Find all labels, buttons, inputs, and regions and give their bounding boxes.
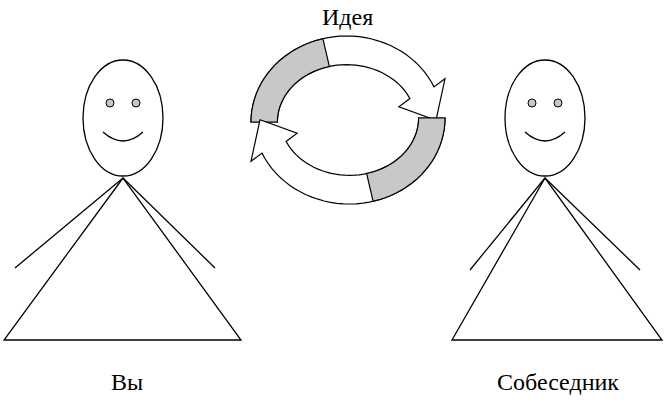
person-figure — [445, 40, 663, 350]
person-node: Вы — [3, 40, 251, 400]
arrow-band — [251, 36, 445, 122]
arm-line — [123, 178, 215, 268]
edge-label: Идея — [320, 3, 375, 31]
person-node: Собеседник — [445, 40, 665, 400]
head-ellipse — [83, 60, 163, 176]
eye-dot — [554, 99, 562, 107]
eye-dot — [106, 99, 114, 107]
person-figure — [3, 40, 243, 350]
arrow-shade — [251, 39, 329, 122]
idea-arrow — [251, 118, 445, 204]
arm-line — [545, 178, 640, 270]
smile-arc — [525, 132, 565, 141]
arrow-shade — [367, 118, 445, 201]
body-triangle — [452, 178, 662, 340]
idea-arrow — [251, 36, 445, 122]
body-triangle — [4, 178, 241, 340]
person-label: Собеседник — [445, 368, 665, 396]
person-label: Вы — [3, 368, 251, 396]
eye-dot — [132, 99, 140, 107]
arm-line — [15, 178, 123, 268]
arrow-band — [251, 118, 445, 204]
head-ellipse — [505, 60, 585, 176]
smile-arc — [103, 132, 143, 141]
eye-dot — [528, 99, 536, 107]
arm-line — [470, 178, 545, 270]
